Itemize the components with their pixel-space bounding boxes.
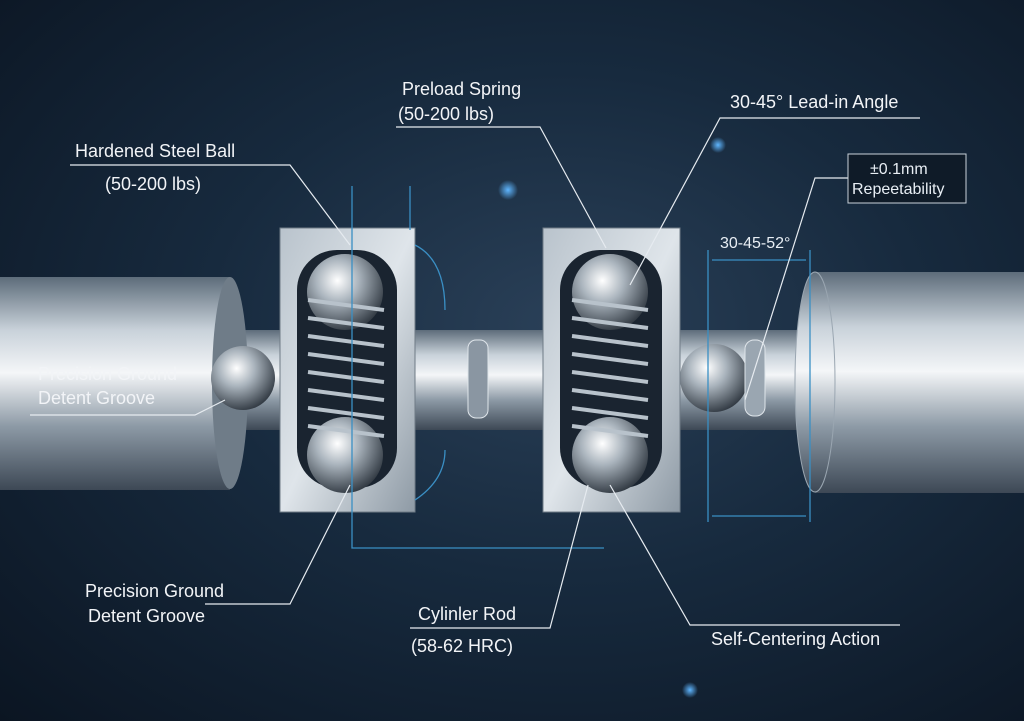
detent-groove <box>467 339 489 419</box>
repeatability-label: Repeetability <box>852 181 945 198</box>
leader-lines <box>30 117 920 629</box>
right-cylinder-end <box>794 271 836 493</box>
rod-spec: (58-62 HRC) <box>411 636 513 656</box>
repeatability-value: ±0.1mm <box>870 161 928 178</box>
self-centering-label: Self-Centering Action <box>711 629 880 649</box>
groove-bottom-line2: Detent Groove <box>88 606 205 626</box>
dimension-lines <box>351 186 811 549</box>
groove-bottom-line1: Precision Ground <box>85 581 224 601</box>
lead-in-angle: 30-45° Lead-in Angle <box>730 92 898 112</box>
groove-left-line1: Precision Ground <box>38 364 177 384</box>
right-detent-ball <box>680 344 748 412</box>
rod-title: Cylinler Rod <box>418 604 516 624</box>
hardened-ball-title: Hardened Steel Ball <box>75 141 235 161</box>
left-cylinder <box>0 277 230 490</box>
right-groove <box>744 339 766 417</box>
preload-title: Preload Spring <box>402 79 521 99</box>
left-detent-ball <box>211 346 275 410</box>
repeatability-box <box>847 153 967 204</box>
hardened-ball-spec: (50-200 lbs) <box>105 174 201 194</box>
glow-dot <box>710 137 726 153</box>
left-housing <box>279 227 416 513</box>
groove-left-line2: Detent Groove <box>38 388 155 408</box>
preload-spec: (50-200 lbs) <box>398 104 494 124</box>
right-cylinder <box>815 272 1024 493</box>
glow-dot <box>682 682 698 698</box>
glow-dot <box>498 180 518 200</box>
right-housing <box>542 227 681 513</box>
dimension-angle: 30-45-52° <box>720 235 790 252</box>
